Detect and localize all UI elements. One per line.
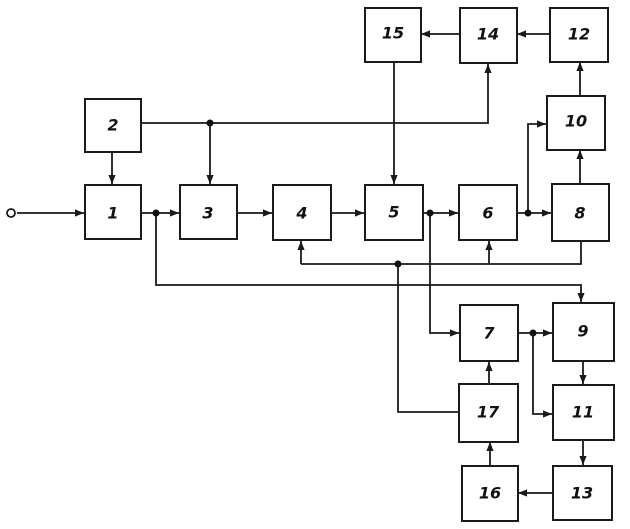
block-2: 2 xyxy=(84,98,142,153)
block-12: 12 xyxy=(549,7,609,63)
block-label: 13 xyxy=(571,484,593,503)
wire-2-to-14 xyxy=(210,64,492,124)
block-label: 11 xyxy=(572,403,594,422)
block-17: 17 xyxy=(458,383,519,443)
block-7: 7 xyxy=(459,304,519,362)
block-label: 16 xyxy=(479,484,501,503)
wire-8-to-bus xyxy=(301,241,582,265)
block-14: 14 xyxy=(459,7,518,64)
junction-dot xyxy=(524,209,532,217)
wire-1-to-9 xyxy=(155,213,585,302)
wire-bus-to-17 xyxy=(397,264,458,413)
block-label: 3 xyxy=(202,204,213,223)
block-13: 13 xyxy=(552,465,613,521)
block-label: 8 xyxy=(574,204,585,223)
block-label: 9 xyxy=(577,322,588,341)
wire-2-to-3 xyxy=(141,122,214,184)
block-15: 15 xyxy=(364,7,422,63)
wire-7-to-11 xyxy=(532,333,552,418)
block-9: 9 xyxy=(552,302,615,362)
block-label: 2 xyxy=(107,116,118,135)
junctions xyxy=(152,119,537,337)
block-label: 7 xyxy=(483,324,495,343)
wire-5-to-7 xyxy=(429,213,459,337)
connections xyxy=(17,30,587,497)
wire-6-to-10 xyxy=(527,120,546,213)
junction-dot xyxy=(152,209,160,217)
block-3: 3 xyxy=(179,184,238,240)
block-label: 4 xyxy=(295,204,307,223)
input-terminal-icon xyxy=(6,208,16,218)
block-label: 10 xyxy=(565,112,587,131)
block-5: 5 xyxy=(364,184,424,241)
block-label: 12 xyxy=(568,25,590,44)
block-label: 17 xyxy=(477,403,500,422)
block-1: 1 xyxy=(84,184,142,240)
block-8: 8 xyxy=(551,183,610,242)
block-label: 6 xyxy=(482,204,493,223)
block-16: 16 xyxy=(461,465,519,522)
junction-dot xyxy=(529,329,537,337)
block-11: 11 xyxy=(552,384,615,441)
junction-dot xyxy=(426,209,434,217)
block-label: 5 xyxy=(388,203,399,222)
junction-dot xyxy=(206,119,214,127)
block-10: 10 xyxy=(546,95,606,151)
block-6: 6 xyxy=(458,184,518,241)
block-label: 1 xyxy=(107,204,118,223)
block-label: 15 xyxy=(382,24,404,43)
junction-dot xyxy=(394,260,402,268)
block-label: 14 xyxy=(477,25,499,44)
block-4: 4 xyxy=(272,184,332,241)
